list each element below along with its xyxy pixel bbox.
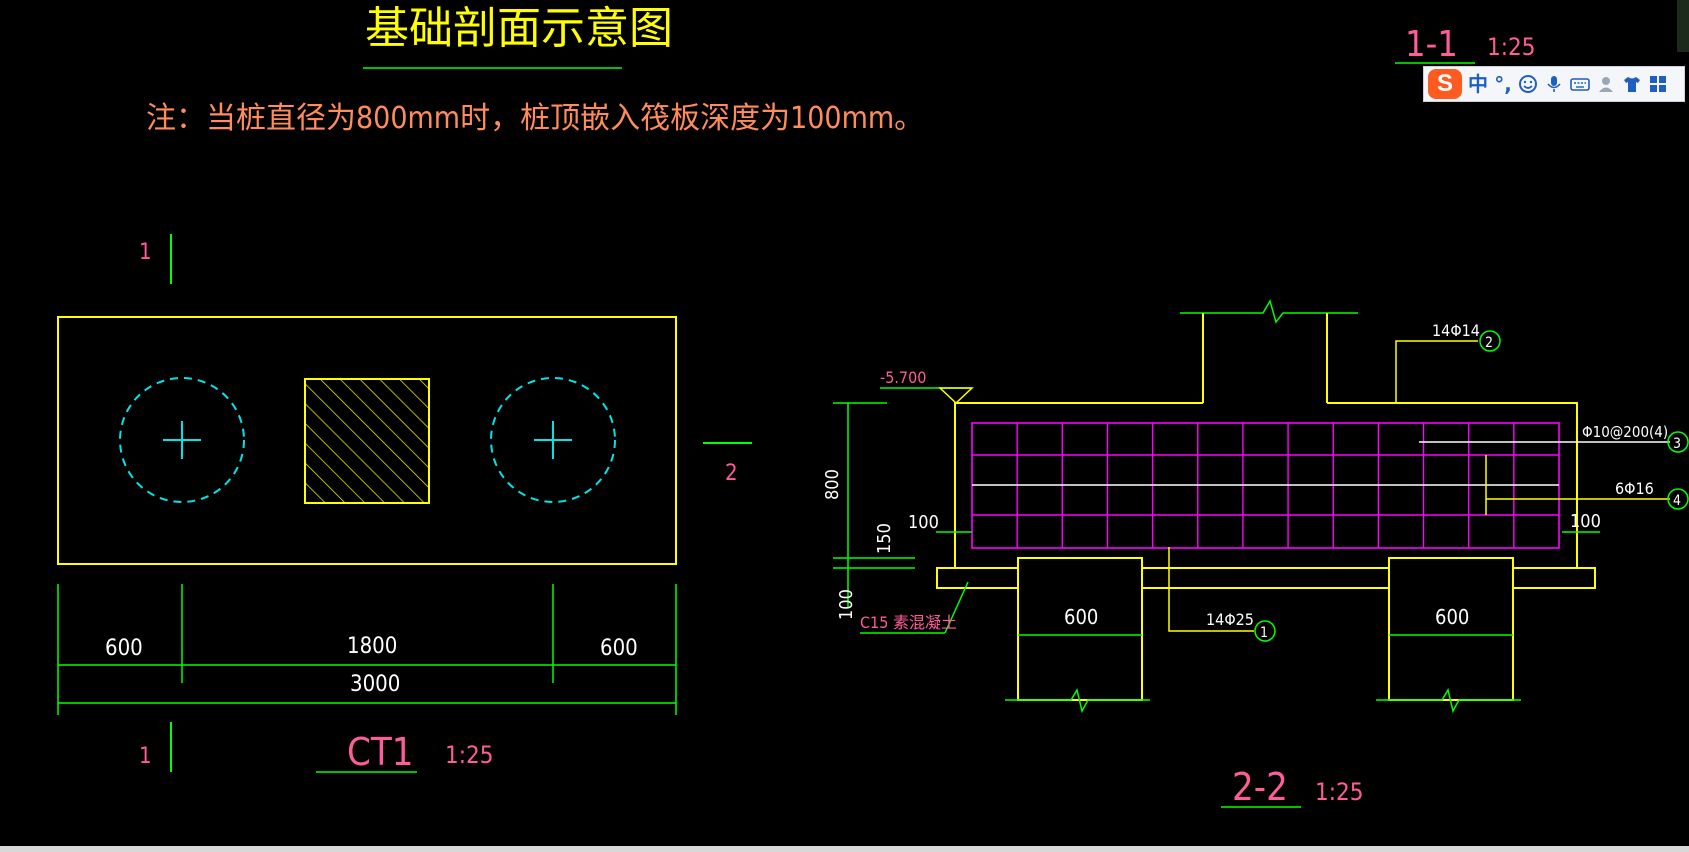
ime-punct-toggle[interactable]: °, — [1494, 72, 1512, 96]
plan-scale: 1:25 — [445, 741, 493, 769]
rebar-4-marker — [1667, 488, 1689, 510]
pile-left — [119, 377, 245, 503]
emoji-icon[interactable] — [1518, 74, 1538, 94]
section-mark-right: 2 — [725, 461, 738, 486]
elevation-text: -5.700 — [880, 368, 926, 387]
bedding-layer — [936, 567, 1596, 589]
rebar-2-id: 2 — [1485, 335, 1493, 351]
plan-label: CT1 — [347, 730, 414, 774]
dim-3000: 3000 — [350, 672, 400, 697]
pile-cap-outline — [57, 316, 677, 565]
dim-side-text: 100 — [1570, 511, 1601, 532]
dim-cover-text: 100 — [908, 512, 939, 533]
bedding-leader-d — [944, 581, 969, 634]
section-2-2: 600 600 -5.700 800 150 100 100 100 C15 素… — [822, 299, 1689, 809]
rebar-3-marker — [1667, 431, 1689, 453]
rebar-4-text: 6Φ16 — [1615, 479, 1654, 498]
pile-section-right — [1388, 557, 1514, 701]
section-2-2-label: 2-2 — [1232, 765, 1288, 809]
rebar-2-text: 14Φ14 — [1432, 321, 1480, 340]
rebar-3-text: Φ10@200(4) — [1582, 423, 1668, 441]
plan-view: 1 1 2 600 1800 600 3000 — [57, 234, 752, 774]
rebar-1-id: 1 — [1260, 625, 1268, 641]
toolbox-grid-icon[interactable] — [1648, 74, 1668, 94]
bedding-label: C15 素混凝土 — [860, 613, 957, 632]
ime-lang-toggle[interactable]: 中 — [1468, 72, 1488, 96]
dim-600-left: 600 — [105, 636, 143, 661]
rebar-4-id: 4 — [1673, 493, 1681, 509]
status-bar-edge — [0, 846, 1689, 852]
rebar-4-leader — [1485, 455, 1670, 515]
section-1-1-scale: 1:25 — [1487, 33, 1535, 61]
rebar-2-leader — [1395, 340, 1478, 403]
dim-bedding-text: 100 — [836, 589, 857, 620]
microphone-icon[interactable] — [1544, 74, 1564, 94]
rebar-3-id: 3 — [1673, 436, 1681, 452]
skin-shirt-icon[interactable] — [1622, 74, 1642, 94]
note-text: 注：当桩直径为800mm时，桩顶嵌入筏板深度为100mm。 — [146, 101, 924, 136]
rebar-1-text: 14Φ25 — [1206, 610, 1254, 629]
section-mark-top: 1 — [139, 240, 152, 265]
dim-height-text: 800 — [822, 469, 843, 500]
ime-toolbar[interactable]: S 中 °, — [1423, 66, 1685, 102]
keyboard-icon[interactable] — [1570, 74, 1590, 94]
pile-right-break — [1376, 688, 1521, 714]
pile-left-break — [1005, 688, 1150, 714]
section-mark-bottom: 1 — [139, 744, 152, 769]
pile-right-width: 600 — [1435, 605, 1469, 629]
dim-embed-text: 150 — [874, 523, 895, 554]
section-1-1-label: 1-1 — [1405, 24, 1458, 65]
rebar-1-marker — [1254, 620, 1276, 642]
sogou-logo-icon[interactable]: S — [1428, 69, 1462, 99]
dim-600-right: 600 — [600, 636, 638, 661]
section-2-2-scale: 1:25 — [1315, 778, 1363, 806]
elevation-triangle — [938, 387, 974, 405]
window-edge — [1677, 0, 1689, 52]
dim-1800: 1800 — [347, 634, 397, 659]
pile-section-left — [1017, 557, 1143, 701]
pile-left-width: 600 — [1064, 605, 1098, 629]
column-break-line — [1180, 299, 1358, 324]
user-icon[interactable] — [1596, 74, 1616, 94]
rebar-1-leader — [1168, 547, 1254, 632]
drawing-title: 基础剖面示意图 — [365, 3, 673, 54]
column-hatched — [304, 378, 430, 504]
rebar-2-marker — [1479, 330, 1501, 352]
pile-right — [490, 377, 616, 503]
rebar-grid — [971, 422, 1560, 549]
